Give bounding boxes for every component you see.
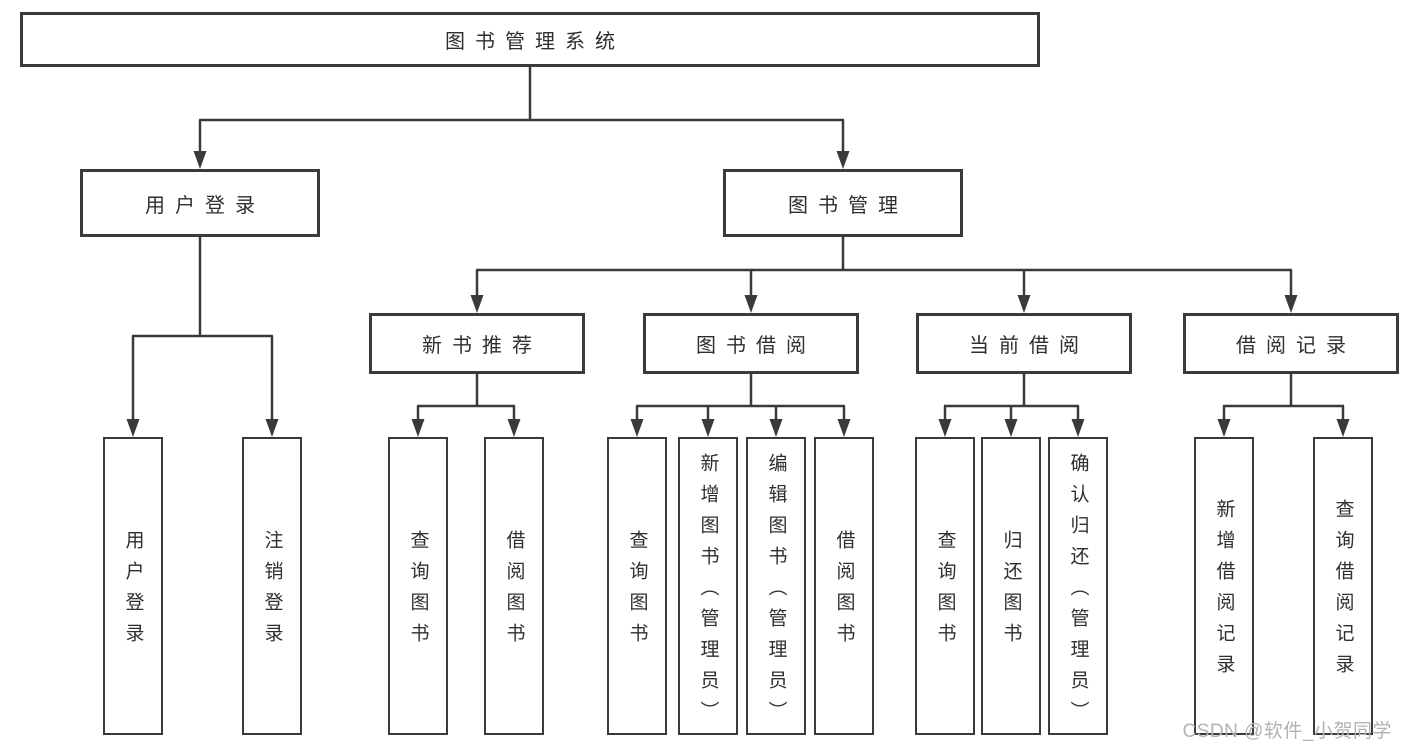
- node-user-login-label: 用户登录: [145, 194, 265, 217]
- node-book-borrowing: 图书借阅: [643, 313, 859, 374]
- leaf-confirm-return-admin: 确认归还（管理员）: [1048, 437, 1108, 735]
- leaf-borrow-books-recommend-label: 借阅图书: [503, 530, 525, 654]
- leaf-query-books-borrow-label: 查询图书: [626, 530, 648, 654]
- connector-line-paths: [131, 67, 1345, 420]
- leaf-query-borrow-record: 查询借阅记录: [1313, 437, 1373, 735]
- leaf-borrow-books-recommend: 借阅图书: [484, 437, 544, 735]
- leaf-logout: 注销登录: [242, 437, 302, 735]
- leaf-user-login-label: 用户登录: [122, 530, 144, 654]
- node-book-management-label: 图书管理: [788, 194, 908, 217]
- leaf-edit-book-admin-label: 编辑图书（管理员）: [765, 452, 787, 732]
- node-new-book-recommend: 新书推荐: [369, 313, 585, 374]
- leaf-add-borrow-record-label: 新增借阅记录: [1213, 499, 1235, 685]
- node-book-management: 图书管理: [723, 169, 963, 237]
- node-library-system-label: 图书管理系统: [445, 31, 625, 53]
- leaf-add-book-admin: 新增图书（管理员）: [678, 437, 738, 735]
- leaf-query-books-borrow: 查询图书: [607, 437, 667, 735]
- leaf-query-books-recommend-label: 查询图书: [407, 530, 429, 654]
- leaf-add-borrow-record: 新增借阅记录: [1194, 437, 1254, 735]
- node-user-login: 用户登录: [80, 169, 320, 237]
- leaf-borrow-books-label: 借阅图书: [833, 530, 855, 654]
- leaf-confirm-return-admin-label: 确认归还（管理员）: [1067, 452, 1089, 732]
- node-borrowing-records-label: 借阅记录: [1236, 335, 1356, 357]
- leaf-return-books-label: 归还图书: [1000, 530, 1022, 654]
- node-borrowing-records: 借阅记录: [1183, 313, 1399, 374]
- leaf-query-books-recommend: 查询图书: [388, 437, 448, 735]
- leaf-edit-book-admin: 编辑图书（管理员）: [746, 437, 806, 735]
- leaf-borrow-books: 借阅图书: [814, 437, 874, 735]
- leaf-query-borrow-record-label: 查询借阅记录: [1332, 499, 1354, 685]
- leaf-return-books: 归还图书: [981, 437, 1041, 735]
- leaf-query-books-current: 查询图书: [915, 437, 975, 735]
- leaf-query-books-current-label: 查询图书: [934, 530, 956, 654]
- node-current-borrowing: 当前借阅: [916, 313, 1132, 374]
- node-book-borrowing-label: 图书借阅: [696, 335, 816, 357]
- node-current-borrowing-label: 当前借阅: [969, 335, 1089, 357]
- leaf-user-login: 用户登录: [103, 437, 163, 735]
- leaf-logout-label: 注销登录: [261, 530, 283, 654]
- leaf-add-book-admin-label: 新增图书（管理员）: [697, 452, 719, 732]
- node-new-book-recommend-label: 新书推荐: [422, 335, 542, 357]
- csdn-watermark: CSDN @软件_小贺同学: [1182, 721, 1392, 742]
- node-library-system: 图书管理系统: [20, 12, 1040, 67]
